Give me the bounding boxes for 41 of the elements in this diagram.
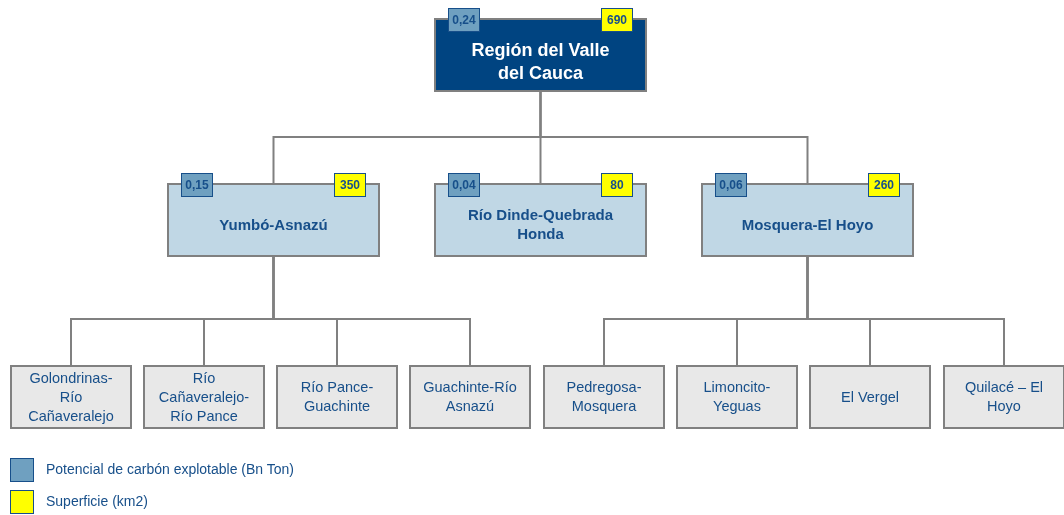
node-label: Limoncito-Yeguas xyxy=(702,378,772,416)
coal-potential-badge xyxy=(448,173,480,197)
connector-line xyxy=(539,91,809,184)
node-label: Quilacé – El Hoyo xyxy=(963,378,1045,416)
badge-value: 0,24 xyxy=(452,13,476,27)
sector-box xyxy=(143,365,265,429)
node-label: Río Cañaveralejo-Río Pance xyxy=(157,368,251,426)
legend-label: Potencial de carbón explotable (Bn Ton) xyxy=(46,461,294,477)
node-label: Mosquera-El Hoyo xyxy=(741,214,874,234)
sector-box xyxy=(276,365,398,429)
badge-value: 260 xyxy=(874,178,894,192)
area-badge xyxy=(334,173,366,197)
node-label: Región del Valle del Cauca xyxy=(470,39,611,85)
area-badge xyxy=(601,8,633,32)
connector-line xyxy=(272,256,471,366)
sector-box xyxy=(809,365,931,429)
node-label: Pedregosa-Mosquera xyxy=(565,378,643,416)
coal-potential-badge xyxy=(181,173,213,197)
badge-value: 690 xyxy=(607,13,627,27)
sector-box xyxy=(943,365,1064,429)
sector-box xyxy=(10,365,132,429)
badge-value: 0,06 xyxy=(719,178,743,192)
badge-value: 0,15 xyxy=(185,178,209,192)
area-badge xyxy=(868,173,900,197)
badge-value: 0,04 xyxy=(452,178,476,192)
badge-value: 350 xyxy=(340,178,360,192)
node-label: Yumbó-Asnazú xyxy=(219,214,328,234)
area-badge xyxy=(601,173,633,197)
node-label: Río Dinde-Quebrada Honda xyxy=(467,205,614,243)
node-label: El Vergel xyxy=(840,387,899,407)
badge-value: 80 xyxy=(610,178,624,192)
legend-label: Superficie (km2) xyxy=(46,493,148,509)
coal-potential-badge xyxy=(448,8,480,32)
node-label: Guachinte-Río Asnazú xyxy=(422,378,518,416)
connector-line xyxy=(806,256,1005,366)
sector-box xyxy=(543,365,665,429)
node-label: Río Pance-Guachinte xyxy=(299,378,375,416)
sector-box xyxy=(409,365,531,429)
sector-box xyxy=(676,365,798,429)
coal-potential-badge xyxy=(715,173,747,197)
node-label: Golondrinas-Río Cañaveralejo xyxy=(27,368,115,426)
